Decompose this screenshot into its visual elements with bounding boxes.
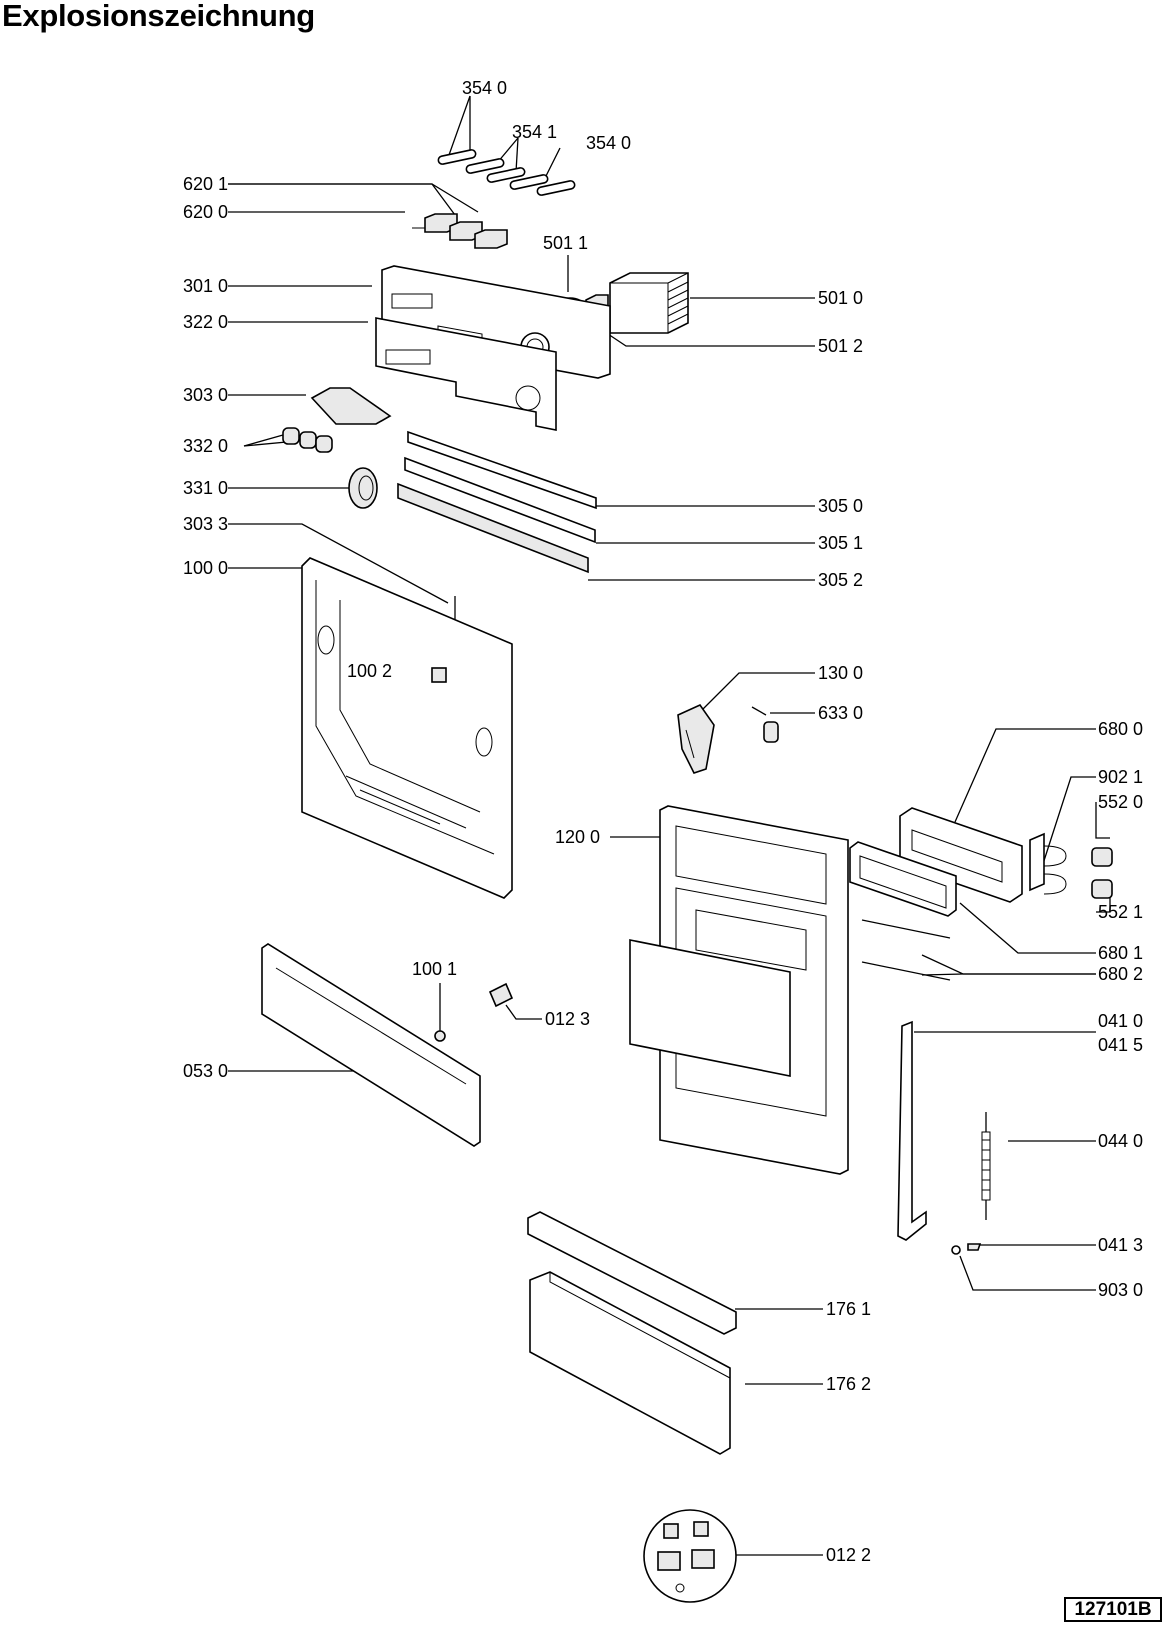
label-354-0-right: 354 0 bbox=[586, 133, 632, 153]
label-303-0: 303 0 bbox=[182, 385, 228, 405]
label-552-0: 552 0 bbox=[1098, 792, 1144, 812]
part-176-rail bbox=[527, 1211, 737, 1335]
label-305-2: 305 2 bbox=[818, 570, 864, 590]
label-041-5: 041 5 bbox=[1098, 1035, 1144, 1055]
label-680-2: 680 2 bbox=[1098, 964, 1144, 984]
label-303-3: 303 3 bbox=[182, 514, 228, 534]
part-552-caps bbox=[1091, 847, 1113, 899]
label-620-0: 620 0 bbox=[182, 202, 228, 222]
label-041-0: 041 0 bbox=[1098, 1011, 1144, 1031]
label-902-1: 902 1 bbox=[1098, 767, 1144, 787]
label-903-0: 903 0 bbox=[1098, 1280, 1144, 1300]
part-680-gasket bbox=[849, 841, 957, 917]
label-130-0: 130 0 bbox=[818, 663, 864, 683]
part-130-latch bbox=[677, 703, 715, 774]
label-552-1: 552 1 bbox=[1098, 902, 1144, 922]
label-176-1: 176 1 bbox=[826, 1299, 872, 1319]
label-053-0: 053 0 bbox=[182, 1061, 228, 1081]
label-012-3: 012 3 bbox=[545, 1009, 591, 1029]
part-903-washer bbox=[951, 1245, 961, 1255]
label-332-0: 332 0 bbox=[182, 436, 228, 456]
label-012-2: 012 2 bbox=[826, 1545, 872, 1565]
part-053-strip bbox=[261, 943, 481, 1147]
label-322-0: 322 0 bbox=[182, 312, 228, 332]
label-354-1: 354 1 bbox=[512, 122, 558, 142]
part-120-inner-door bbox=[629, 805, 849, 1175]
label-501-1: 501 1 bbox=[543, 233, 589, 253]
part-331-knob bbox=[348, 467, 378, 509]
part-176-panel bbox=[529, 1271, 731, 1455]
part-332-buttons bbox=[282, 427, 333, 453]
label-501-0: 501 0 bbox=[818, 288, 864, 308]
label-044-0: 044 0 bbox=[1098, 1131, 1144, 1151]
part-620-switches bbox=[412, 213, 508, 249]
label-100-0: 100 0 bbox=[182, 558, 228, 578]
label-100-1: 100 1 bbox=[412, 959, 458, 979]
label-301-0: 301 0 bbox=[182, 276, 228, 296]
part-100-clip bbox=[431, 667, 447, 683]
label-176-2: 176 2 bbox=[826, 1374, 872, 1394]
label-041-3: 041 3 bbox=[1098, 1235, 1144, 1255]
part-322-panel bbox=[375, 317, 557, 431]
page-title: Explosionszeichnung bbox=[2, 0, 315, 33]
part-100-plug bbox=[434, 1030, 446, 1042]
label-680-1: 680 1 bbox=[1098, 943, 1144, 963]
label-305-1: 305 1 bbox=[818, 533, 864, 553]
part-100-outer-door bbox=[301, 557, 513, 899]
part-041-hinge-arm bbox=[897, 1020, 927, 1241]
part-633-sensor bbox=[751, 706, 779, 743]
part-041-screw bbox=[967, 1243, 982, 1251]
part-012-hinge bbox=[488, 982, 514, 1008]
label-680-0: 680 0 bbox=[1098, 719, 1144, 739]
document-number: 127101B bbox=[1064, 1597, 1162, 1622]
part-012-detail-circle bbox=[643, 1509, 737, 1603]
label-501-2: 501 2 bbox=[818, 336, 864, 356]
part-305-strips bbox=[397, 430, 597, 574]
part-680-rods bbox=[861, 919, 951, 981]
part-303-handle bbox=[310, 387, 392, 425]
part-044-spring bbox=[981, 1112, 991, 1220]
leader-lines bbox=[228, 95, 1111, 1556]
part-354-hoses bbox=[437, 149, 576, 196]
label-120-0: 120 0 bbox=[554, 827, 600, 847]
label-354-0-top: 354 0 bbox=[462, 78, 508, 98]
label-620-1: 620 1 bbox=[182, 174, 228, 194]
label-633-0: 633 0 bbox=[818, 703, 864, 723]
label-331-0: 331 0 bbox=[182, 478, 228, 498]
part-902-bracket bbox=[1029, 832, 1067, 895]
label-100-2: 100 2 bbox=[347, 661, 393, 681]
label-305-0: 305 0 bbox=[818, 496, 864, 516]
